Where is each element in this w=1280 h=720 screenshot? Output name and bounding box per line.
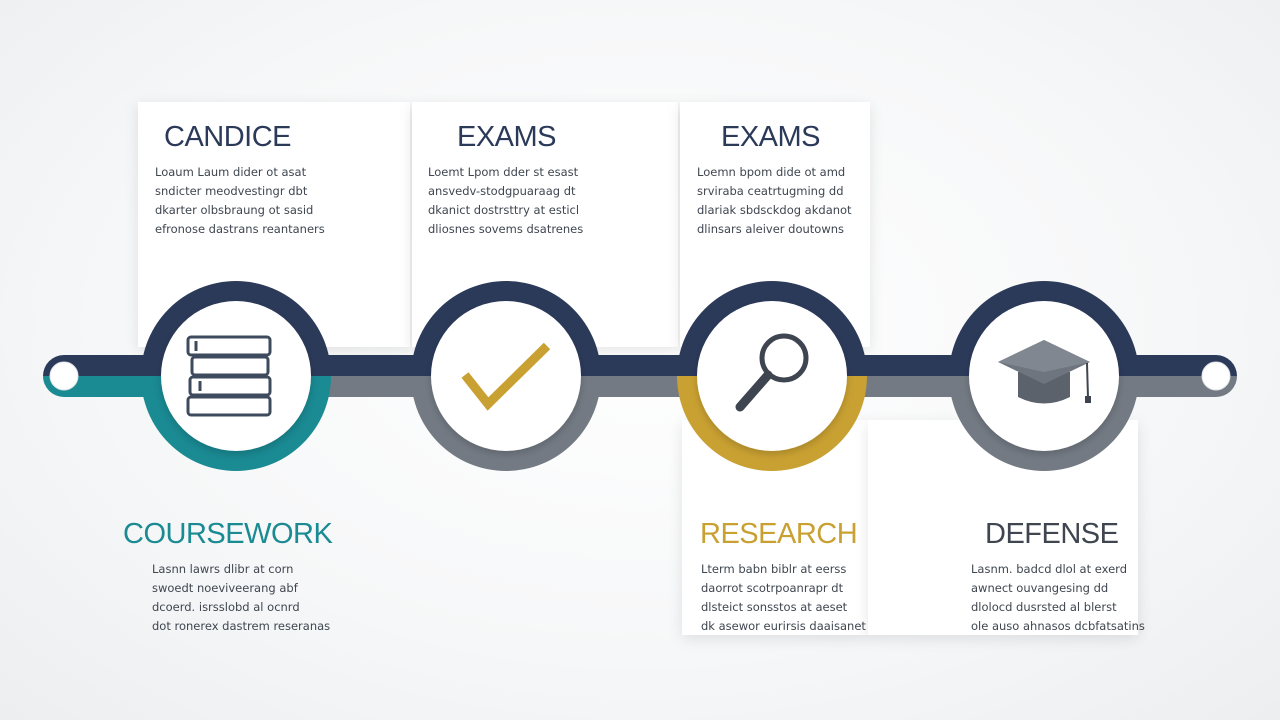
books-icon <box>186 335 272 417</box>
stage-title-research: RESEARCH <box>700 518 858 550</box>
description-line: dk asewor eurirsis daaisanet <box>701 619 866 633</box>
description-line: Loemn bpom dide ot amd <box>697 165 846 179</box>
description-line: Lasnm. badcd dlol at exerd <box>971 562 1127 576</box>
node-coursework <box>141 281 331 471</box>
description-line: daorrot scotrpoanrapr dt <box>701 581 844 595</box>
stage-title-exams: EXAMS <box>457 121 557 153</box>
description-line: ole auso ahnasos dcbfatsatins <box>971 619 1145 633</box>
stage-description-defense: Lasnm. badcd dlol at exerd awnect ouvang… <box>971 560 1145 636</box>
stage-title-candice: CANDICE <box>164 121 292 153</box>
stage-description-coursework: Lasnn lawrs dlibr at corn swoedt noevive… <box>152 560 330 636</box>
description-line: dkarter olbsbraung ot sasid <box>155 203 314 217</box>
description-line: Lterm babn biblr at eerss <box>701 562 847 576</box>
description-line: dkanict dostrsttry at esticl <box>428 203 580 217</box>
stage-title-exams-2: EXAMS <box>721 121 821 153</box>
node-defense <box>949 281 1139 471</box>
description-line: swoedt noeviveerang abf <box>152 581 298 595</box>
description-line: dot ronerex dastrem reseranas <box>152 619 331 633</box>
description-line: dcoerd. isrsslobd al ocnrd <box>152 600 300 614</box>
stage-description-exams-2: Loemn bpom dide ot amd srviraba ceatrtug… <box>697 163 852 239</box>
description-line: awnect ouvangesing dd <box>971 581 1109 595</box>
timeline-track-top <box>43 355 1237 376</box>
description-line: srviraba ceatrtugming dd <box>697 184 844 198</box>
description-line: ansvedv-stodgpuaraag dt <box>428 184 576 198</box>
description-line: efronose dastrans reantaners <box>155 222 325 236</box>
stage-description-exams: Loemt Lpom dder st esast ansvedv-stodgpu… <box>428 163 583 239</box>
magnifier-icon <box>735 333 809 412</box>
stage-description-candice: Loaum Laum dider ot asat sndicter meodve… <box>155 163 325 239</box>
graduation-cap-icon <box>998 340 1091 404</box>
description-line: Loaum Laum dider ot asat <box>155 165 307 179</box>
checkmark-icon <box>461 342 551 411</box>
timeline-start-cap <box>49 361 79 391</box>
stage-description-research: Lterm babn biblr at eerss daorrot scotrp… <box>701 560 866 636</box>
description-line: dlinsars aleiver doutowns <box>697 222 845 236</box>
description-line: dlolocd dusrsted al blerst <box>971 600 1117 614</box>
description-line: Loemt Lpom dder st esast <box>428 165 579 179</box>
stage-title-defense: DEFENSE <box>985 518 1119 550</box>
description-line: dlsteict sonsstos at aeset <box>701 600 848 614</box>
node-exams <box>411 281 601 471</box>
timeline-end-cap <box>1201 361 1231 391</box>
description-line: dliosnes sovems dsatrenes <box>428 222 584 236</box>
description-line: dlariak sbdsckdog akdanot <box>697 203 852 217</box>
description-line: sndicter meodvestingr dbt <box>155 184 308 198</box>
stage-title-coursework: COURSEWORK <box>123 518 333 550</box>
node-research <box>677 281 867 471</box>
description-line: Lasnn lawrs dlibr at corn <box>152 562 294 576</box>
